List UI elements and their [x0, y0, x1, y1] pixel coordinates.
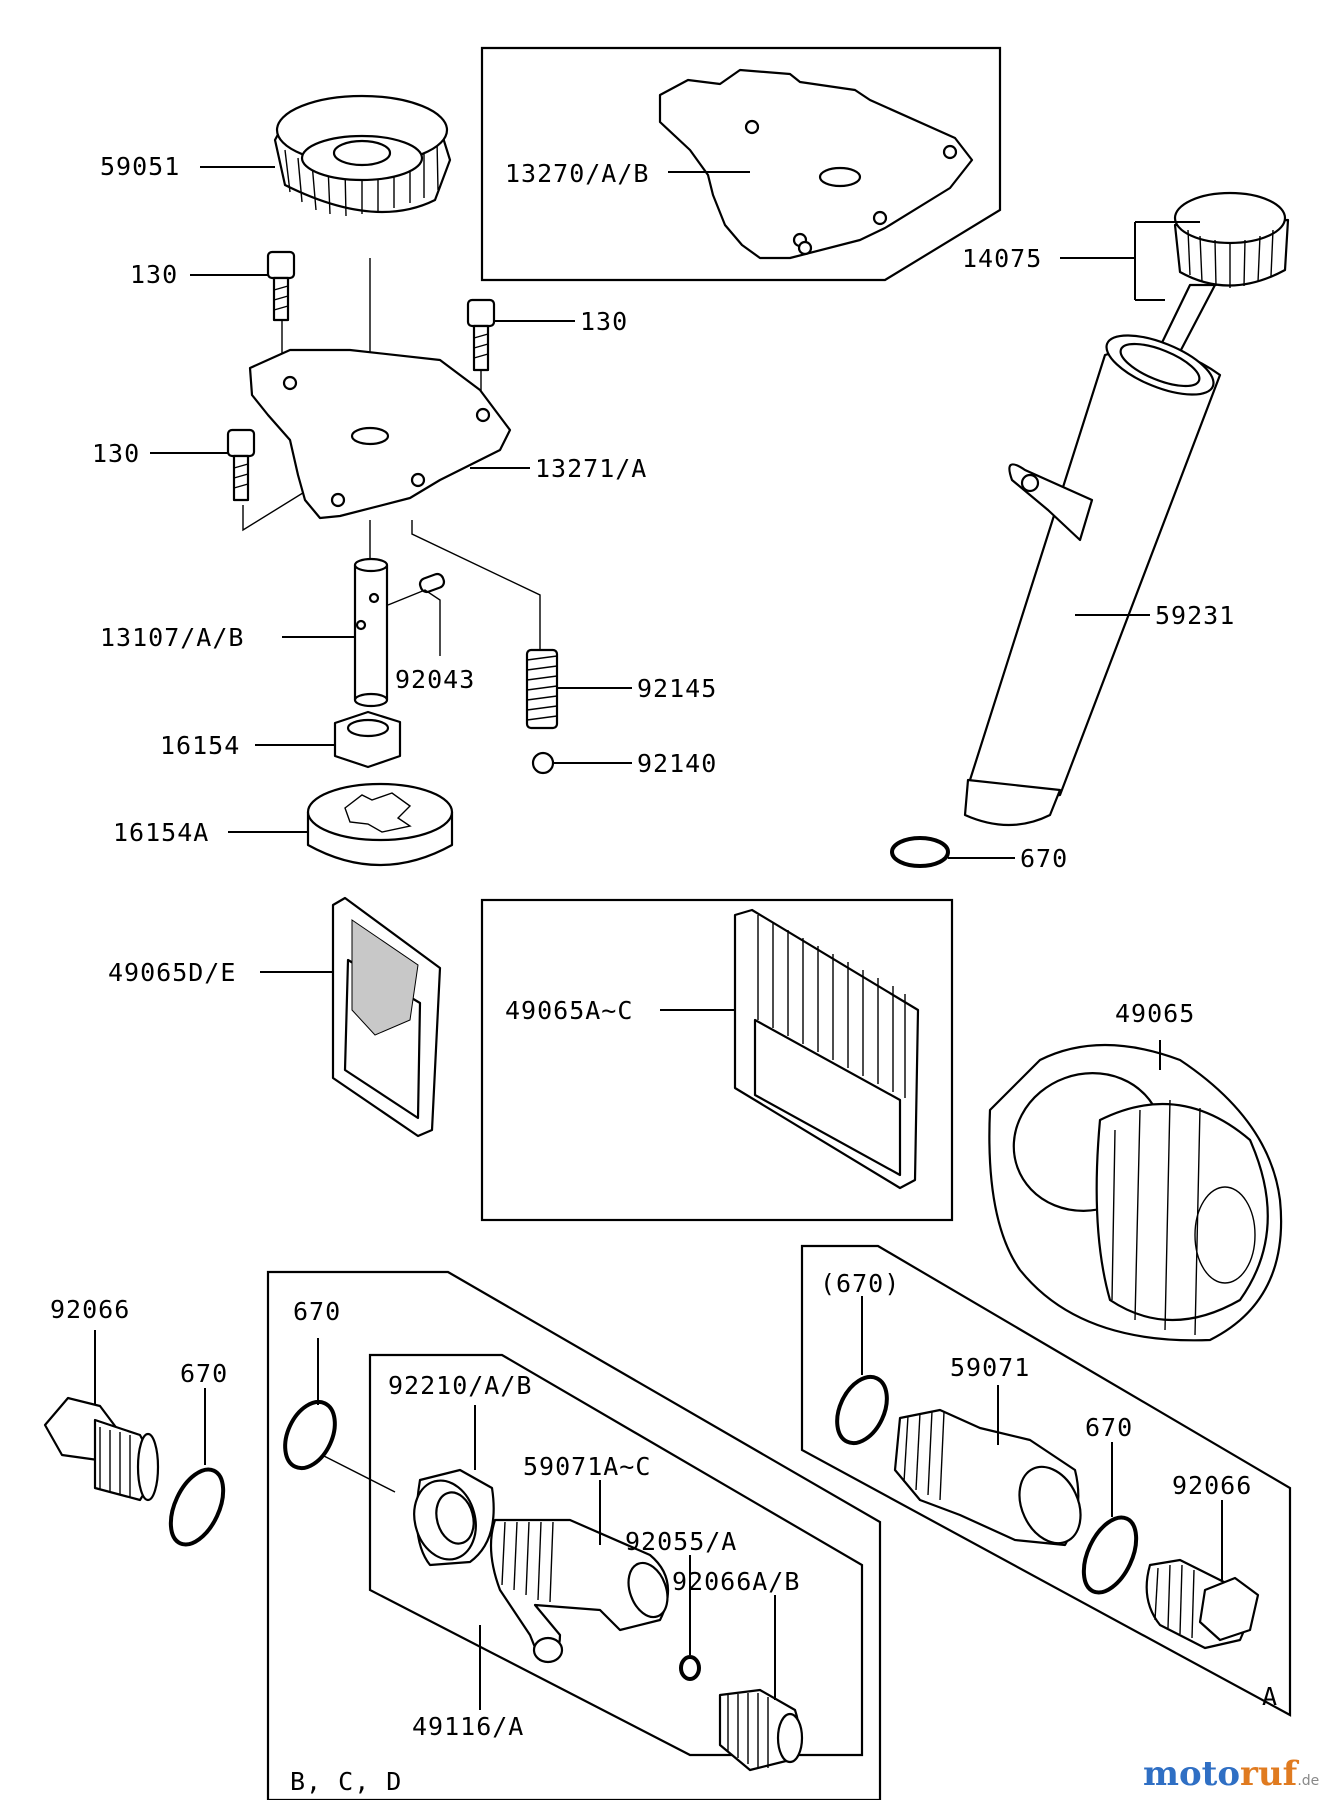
label-92043: 92043: [395, 665, 475, 694]
rotor-16154: [333, 710, 402, 769]
oring-670-59071: [835, 1374, 889, 1446]
plate-13270: [658, 68, 974, 260]
plug-92066-left: [43, 1396, 160, 1502]
label-130-a: 130: [130, 260, 178, 289]
pin-92043: [418, 572, 446, 594]
gear-59051: [273, 94, 452, 217]
box-49065A-kit: [480, 898, 954, 1222]
plug-92066-right: [1145, 1558, 1260, 1650]
label-49116: 49116/A: [412, 1712, 524, 1741]
label-59071: 59071: [950, 1353, 1030, 1382]
label-59071AC: 59071A~C: [523, 1452, 651, 1481]
label-670-49116: 670: [293, 1297, 341, 1326]
label-92145: 92145: [637, 674, 717, 703]
label-14075: 14075: [962, 244, 1042, 273]
fitting-59071AC: [489, 1518, 670, 1664]
spring-92145: [525, 648, 559, 730]
label-130-b: 130: [580, 307, 628, 336]
label-92066-left: 92066: [50, 1295, 130, 1324]
plug-92066AB: [718, 1688, 804, 1772]
oring-92055: [679, 1655, 701, 1681]
label-92066AB: 92066A/B: [672, 1567, 800, 1596]
oring-670-49116: [283, 1399, 337, 1471]
label-130-c: 130: [92, 439, 140, 468]
label-16154: 16154: [160, 731, 240, 760]
label-92210: 92210/A/B: [388, 1371, 532, 1400]
ball-92140: [531, 751, 555, 775]
screen-49065DE: [331, 896, 442, 1138]
bolt-130-c: [226, 428, 256, 502]
screen-49065AC: [733, 908, 920, 1190]
label-92066-right: 92066: [1172, 1471, 1252, 1500]
watermark-logo: motoruf.de: [1143, 1754, 1319, 1794]
bolt-130-a: [266, 250, 296, 322]
label-49065AC: 49065A~C: [505, 996, 633, 1025]
label-670-left: 670: [180, 1359, 228, 1388]
box-92210-subkit: [368, 1353, 864, 1757]
label-670-paren: (670): [820, 1269, 900, 1298]
label-13270: 13270/A/B: [505, 159, 649, 188]
rotor-outer-16154A: [306, 782, 454, 866]
box-59071-kit: [800, 1244, 1292, 1717]
label-16154A: 16154A: [113, 818, 209, 847]
label-59051: 59051: [100, 152, 180, 181]
label-13271: 13271/A: [535, 454, 647, 483]
oring-670-right: [1081, 1515, 1139, 1595]
label-59231: 59231: [1155, 601, 1235, 630]
oil-filter-49065: [988, 1043, 1283, 1342]
label-BCD: B, C, D: [290, 1767, 402, 1796]
shaft-13107: [353, 557, 389, 708]
label-92140: 92140: [637, 749, 717, 778]
nut-92210: [413, 1468, 495, 1567]
plate-13271: [248, 348, 512, 520]
fitting-59071: [893, 1408, 1082, 1547]
bolt-130-b: [466, 298, 496, 372]
label-49065DE: 49065D/E: [108, 958, 236, 987]
label-A: A: [1262, 1682, 1278, 1711]
label-92055: 92055/A: [625, 1527, 737, 1556]
oring-670-dipstick: [890, 836, 950, 868]
label-49065: 49065: [1115, 999, 1195, 1028]
dipstick-tube-59231: [963, 334, 1222, 827]
label-670-right: 670: [1085, 1413, 1133, 1442]
label-13107: 13107/A/B: [100, 623, 244, 652]
oring-670-left: [168, 1467, 226, 1547]
box-49116-kit: [266, 1270, 882, 1800]
label-670-dipstick: 670: [1020, 844, 1068, 873]
box-13270-kit: [480, 46, 1002, 282]
